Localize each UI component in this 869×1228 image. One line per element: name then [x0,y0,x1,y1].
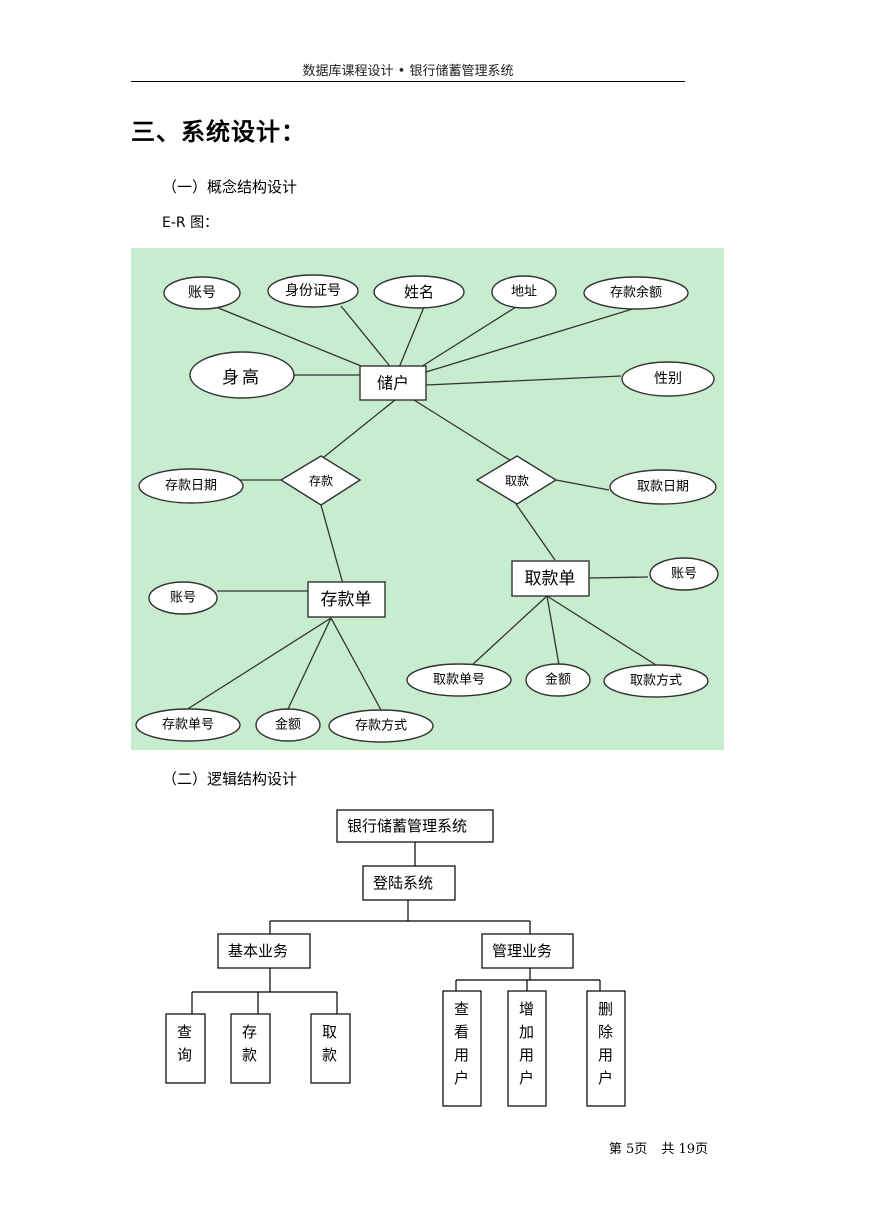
attr-height: 身高 [222,368,262,388]
attr-deposit-amount: 金额 [275,717,301,733]
tree-withdraw-line2: 款 [322,1046,337,1064]
page-total: 共 19页 [661,1142,708,1157]
tree-withdraw-line1: 取 [322,1023,337,1041]
attr-withdraw-account: 账号 [671,567,697,582]
tree-add-user-line2: 加 [519,1023,534,1041]
attr-withdraw-method: 取款方式 [630,673,682,689]
attr-deposit-method: 存款方式 [355,718,407,734]
tree-delete-user-line4: 户 [598,1069,613,1087]
tree-basic: 基本业务 [228,942,288,960]
tree-login: 登陆系统 [373,874,433,892]
attr-withdraw-no: 取款单号 [433,673,485,688]
tree-query-line1: 查 [177,1023,192,1041]
tree-add-user-line3: 用 [519,1046,534,1064]
attr-withdraw-amount: 金额 [545,672,571,688]
attr-account: 账号 [188,285,216,301]
page-number: 第 5页 [608,1142,648,1157]
tree-deposit-line2: 款 [242,1046,257,1064]
attr-deposit-date: 存款日期 [165,479,217,494]
attr-gender: 性别 [654,371,682,387]
tree-deposit-line1: 存 [242,1023,257,1041]
attr-withdraw-date: 取款日期 [637,480,689,495]
header-rule [131,81,685,82]
tree-view-user-line2: 看 [454,1023,469,1041]
entity-deposit-slip: 存款单 [321,590,372,610]
tree-add-user-line4: 户 [519,1069,534,1087]
attr-deposit-no: 存款单号 [162,718,214,733]
tree-view-user-line4: 户 [454,1069,469,1087]
er-diagram: 账号 身份证号 姓名 地址 存款余额 身高 性别 存款日期 取款日期 账号 账号… [131,248,724,750]
entity-customer: 储户 [377,374,409,393]
entity-withdraw-slip: 取款单 [525,569,576,589]
attr-name: 姓名 [404,283,434,301]
tree-view-user-line1: 查 [454,1000,469,1018]
tree-query-line2: 询 [177,1046,192,1064]
tree-root: 银行储蓄管理系统 [347,817,467,835]
page-header: 数据库课程设计 • 银行储蓄管理系统 [302,64,514,79]
tree-delete-user-line2: 除 [598,1023,613,1041]
attr-address: 地址 [511,285,537,300]
subsection-logical: （二）逻辑结构设计 [162,770,298,788]
attr-balance: 存款余额 [610,285,662,301]
tree-view-user-line3: 用 [454,1046,469,1064]
tree-manage: 管理业务 [492,942,552,960]
tree-delete-user-line3: 用 [598,1046,613,1064]
tree-add-user-line1: 增 [519,1000,534,1018]
page-footer: 第 5页共 19页 [560,1138,708,1157]
relationship-withdraw: 取款 [505,474,529,488]
attr-deposit-account: 账号 [170,591,196,606]
section-heading: 三、系统设计： [131,117,306,146]
tree-delete-user-line1: 删 [598,1000,613,1018]
er-caption: E-R 图： [162,215,219,231]
relationship-deposit: 存款 [309,474,333,488]
attr-id-number: 身份证号 [285,283,341,299]
subsection-conceptual: （一）概念结构设计 [162,178,298,196]
